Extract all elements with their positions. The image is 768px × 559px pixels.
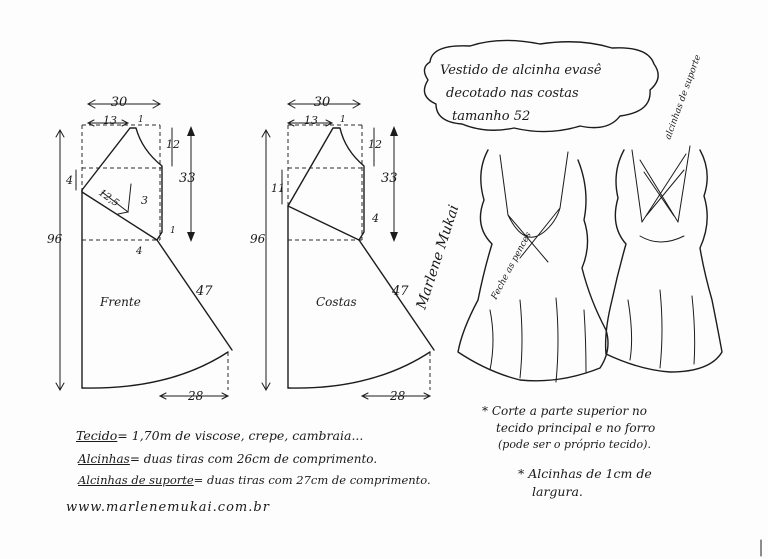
support-note: Alcinhas de suporte= duas tiras com 27cm… [78, 473, 431, 487]
front-dress-illustration: Feche as pences [457, 149, 609, 383]
fabric-label: Tecido [76, 428, 118, 443]
front-piece-label: Frente [99, 295, 141, 309]
cut-note-3: (pode ser o próprio tecido). [498, 438, 651, 451]
fabric-value: = 1,70m de viscose, crepe, cambraia... [117, 428, 364, 443]
front-dress-note: Feche as pences [489, 230, 534, 302]
front-armhole-label: 12 [166, 138, 180, 151]
back-skirt-side [358, 239, 435, 351]
front-skirt-side [156, 239, 233, 351]
front-skirt-label: 47 [195, 284, 213, 299]
front-width-arrowheads [86, 99, 162, 109]
back-dress-folds [627, 289, 696, 369]
strap-width-note-1: * Alcinhas de 1cm de [518, 466, 652, 481]
back-hem-arrowheads [360, 392, 432, 400]
front-bodice-outline [81, 127, 163, 241]
back-width-arrowheads [286, 99, 362, 109]
back-hem-curve [287, 351, 431, 389]
front-hem-label: 28 [187, 389, 204, 403]
back-dress-cross-straps [639, 153, 687, 223]
front-waist-label: 33 [179, 171, 196, 186]
back-length-label: 96 [250, 232, 266, 246]
front-pattern: 30 13 1 96 4 12,5 3 12 33 [47, 95, 233, 403]
back-piece-label: Costas [316, 295, 357, 309]
front-hem-arrowheads [158, 392, 230, 400]
back-waist-label: 33 [381, 171, 398, 186]
cut-note-1: * Corte a parte superior no [482, 404, 647, 418]
back-length-arrowheads [261, 128, 271, 392]
front-side-notch-label: 4 [135, 246, 142, 257]
front-notch-label: 1 [138, 115, 144, 125]
support-value: = duas tiras com 27cm de comprimento. [193, 473, 431, 487]
front-length-arrowheads [55, 128, 65, 392]
signature: Marlene Mukai [413, 203, 462, 312]
back-armhole-label: 12 [368, 138, 382, 151]
front-side-one-label: 1 [170, 226, 176, 236]
title-line-3: tamanho 52 [452, 109, 530, 124]
back-width-label: 30 [314, 95, 331, 110]
back-dress-waist [639, 235, 685, 243]
back-side-notch-label: 4 [371, 212, 379, 225]
back-neckdrop-label: 11 [271, 182, 285, 195]
straps-note: Alcinhas= duas tiras com 26cm de comprim… [78, 452, 377, 466]
back-hem-label: 28 [389, 389, 406, 403]
cut-note-2: tecido principal e no forro [496, 421, 656, 435]
front-dress-folds [489, 297, 587, 383]
support-label: Alcinhas de suporte [78, 473, 194, 487]
front-dartpos-label: 12,5 [96, 187, 121, 209]
fabric-note: Tecido= 1,70m de viscose, crepe, cambrai… [76, 428, 363, 443]
title-cloud-outline [423, 39, 659, 133]
title-line-2: decotado nas costas [446, 86, 579, 101]
back-skirt-label: 47 [391, 284, 409, 299]
strap-width-note-2: largura. [532, 484, 583, 499]
title-cloud: Vestido de alcinha evasê decotado nas co… [423, 39, 659, 133]
back-dress-note: alcinhas de suporte [663, 54, 703, 141]
back-dress-body [604, 149, 723, 373]
front-shoulder-label: 13 [103, 114, 117, 127]
front-dress-straps [499, 151, 569, 216]
front-dart [101, 183, 132, 215]
back-dress-straps [631, 145, 691, 223]
straps-label: Alcinhas [78, 452, 130, 466]
straps-value: = duas tiras com 26cm de comprimento. [129, 452, 378, 466]
website: www.marlenemukai.com.br [66, 500, 270, 515]
title-line-1: Vestido de alcinha evasê [440, 63, 602, 78]
back-notch-label: 1 [340, 115, 346, 125]
front-width-label: 30 [111, 95, 128, 110]
front-dress-body [457, 149, 609, 382]
front-hem-curve [81, 351, 229, 389]
front-dress-neckline [507, 207, 561, 263]
back-pattern: 30 13 1 96 11 12 33 4 47 Costas 28 [250, 95, 435, 403]
front-neckdrop-label: 4 [65, 174, 73, 187]
back-bodice-outline [287, 127, 365, 241]
back-shoulder-label: 13 [304, 114, 318, 127]
front-length-label: 96 [47, 232, 63, 246]
front-dartwidth-label: 3 [141, 194, 148, 207]
back-dress-illustration: alcinhas de suporte [604, 54, 723, 373]
